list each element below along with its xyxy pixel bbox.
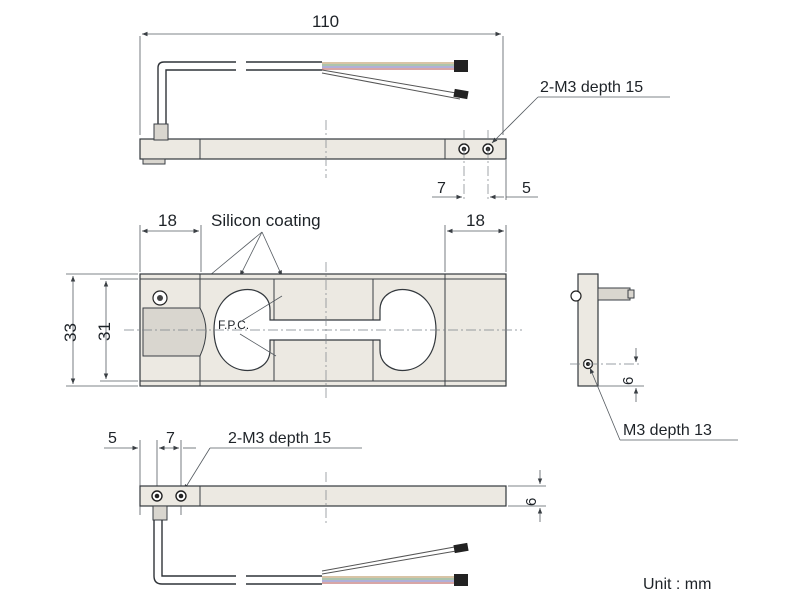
bottom-offset-7-label: 7 xyxy=(166,430,175,447)
bottom-offset-5-label: 5 xyxy=(108,430,117,447)
top-thread-label: 2-M3 depth 15 xyxy=(540,79,643,96)
outer-height-label: 33 xyxy=(61,323,80,342)
end-body xyxy=(577,273,599,387)
length-dimension-label: 110 xyxy=(312,12,339,31)
inner-height-label: 31 xyxy=(95,322,114,341)
side-offset-7-label: 7 xyxy=(437,180,446,197)
coating-label: Silicon coating xyxy=(211,211,321,230)
bottom-height-label: 6 xyxy=(523,498,540,506)
pad-width-left-label: 18 xyxy=(158,211,177,230)
unit-label: Unit : mm xyxy=(643,576,711,593)
fpc-label: F.P.C. xyxy=(218,318,249,332)
bottom-bar xyxy=(139,485,507,507)
top-bar xyxy=(139,138,507,160)
end-height-label: 6 xyxy=(620,377,637,385)
plan-view: 18 18 Silicon coating F.P.C. 33 xyxy=(61,211,522,398)
bottom-thread-label: 2-M3 depth 15 xyxy=(228,430,331,447)
side-offset-5-label: 5 xyxy=(522,180,531,197)
top-cable-ends xyxy=(454,60,468,72)
pad-width-right-label: 18 xyxy=(466,211,485,230)
end-view: 6 M3 depth 13 xyxy=(570,273,738,441)
top-view: 110 7 5 xyxy=(139,12,670,200)
bottom-view: 5 7 2-M3 depth 15 6 xyxy=(104,430,546,586)
end-thread-label: M3 depth 13 xyxy=(623,422,712,439)
top-cable-upper xyxy=(157,61,236,124)
